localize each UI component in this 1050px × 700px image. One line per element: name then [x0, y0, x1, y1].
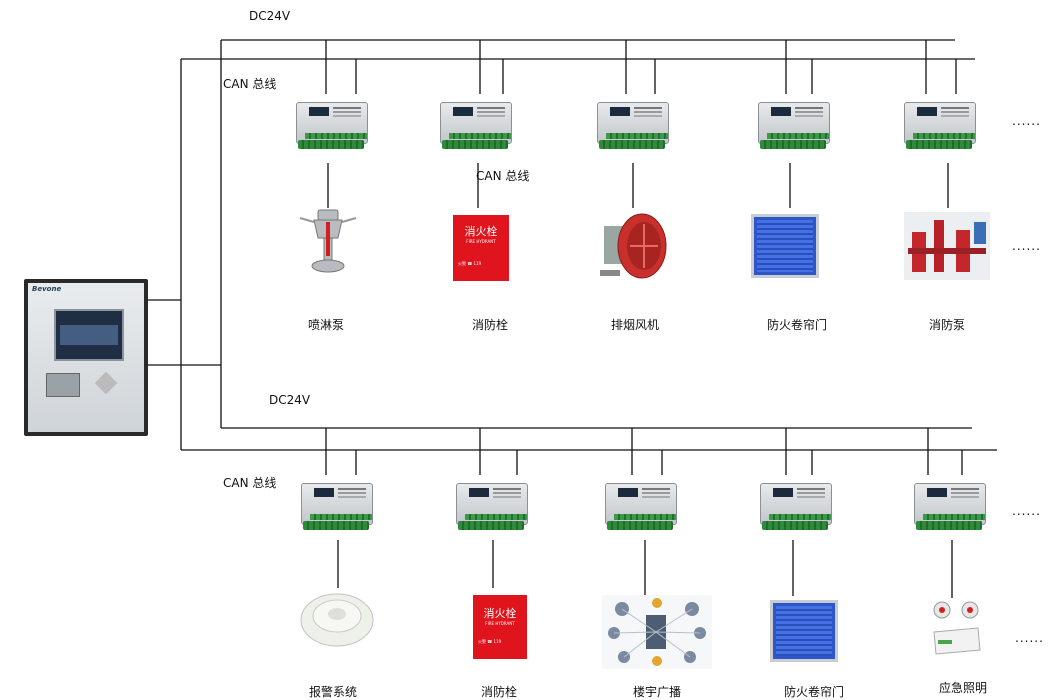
sprinkler-icon: [299, 209, 357, 273]
keypad-icon: [94, 371, 118, 395]
hydrant-title: 消火栓: [483, 607, 517, 620]
fire-hydrant-box-icon: 消火栓 FIRE HYDRANT 火警 ☎ 119: [473, 595, 527, 659]
can-bus-label-top: CAN 总线: [223, 77, 277, 91]
io-module: [436, 94, 514, 156]
io-module: [593, 94, 671, 156]
more-ellipsis: ......: [1012, 114, 1041, 128]
device-label: 应急照明: [938, 681, 988, 695]
io-module: [601, 475, 679, 537]
fire-shutter-door-icon: [770, 600, 838, 662]
device-label: 防火卷帘门: [766, 318, 828, 332]
controller-screen: [54, 309, 124, 361]
can-bus-label-bottom: CAN 总线: [223, 476, 277, 490]
emergency-light-icon: [933, 601, 981, 655]
building-broadcast-icon: [602, 595, 712, 669]
more-ellipsis: ......: [1012, 504, 1041, 518]
device-label: 楼宇广播: [632, 685, 682, 699]
fire-control-panel: Bevone: [24, 279, 148, 436]
device-label: 消防栓: [471, 318, 509, 332]
fire-shutter-door-icon: [751, 214, 819, 278]
dc24v-label-bottom: DC24V: [269, 393, 311, 407]
printer-slot: [46, 373, 80, 397]
more-ellipsis: ......: [1012, 239, 1041, 253]
dc24v-label-top: DC24V: [249, 9, 291, 23]
io-module: [756, 475, 834, 537]
io-module: [297, 475, 375, 537]
io-module: [910, 475, 988, 537]
device-label: 报警系统: [308, 685, 358, 699]
io-module: [754, 94, 832, 156]
smoke-detector-icon: [300, 593, 374, 647]
fire-hydrant-box-icon: 消火栓 FIRE HYDRANT 火警 ☎ 119: [453, 215, 509, 281]
hydrant-sub: FIRE HYDRANT: [466, 239, 496, 244]
io-module: [292, 94, 370, 156]
io-module: [452, 475, 530, 537]
controller-brand: Bevone: [32, 285, 62, 293]
fire-pump-icon: [904, 212, 990, 280]
smoke-exhaust-fan-icon: [600, 213, 667, 279]
device-label: 消防栓: [480, 685, 518, 699]
device-label: 排烟风机: [610, 318, 660, 332]
hydrant-call: 火警 ☎ 119: [478, 639, 502, 644]
more-ellipsis: ......: [1015, 631, 1044, 645]
hydrant-sub: FIRE HYDRANT: [485, 621, 515, 626]
hydrant-call: 火警 ☎ 119: [458, 261, 482, 266]
device-label: 防火卷帘门: [783, 685, 845, 699]
io-module: [900, 94, 978, 156]
hydrant-title: 消火栓: [464, 225, 498, 238]
device-label: 消防泵: [928, 318, 966, 332]
device-label: 喷淋泵: [307, 318, 345, 332]
can-bus-label-mid: CAN 总线: [476, 169, 530, 183]
